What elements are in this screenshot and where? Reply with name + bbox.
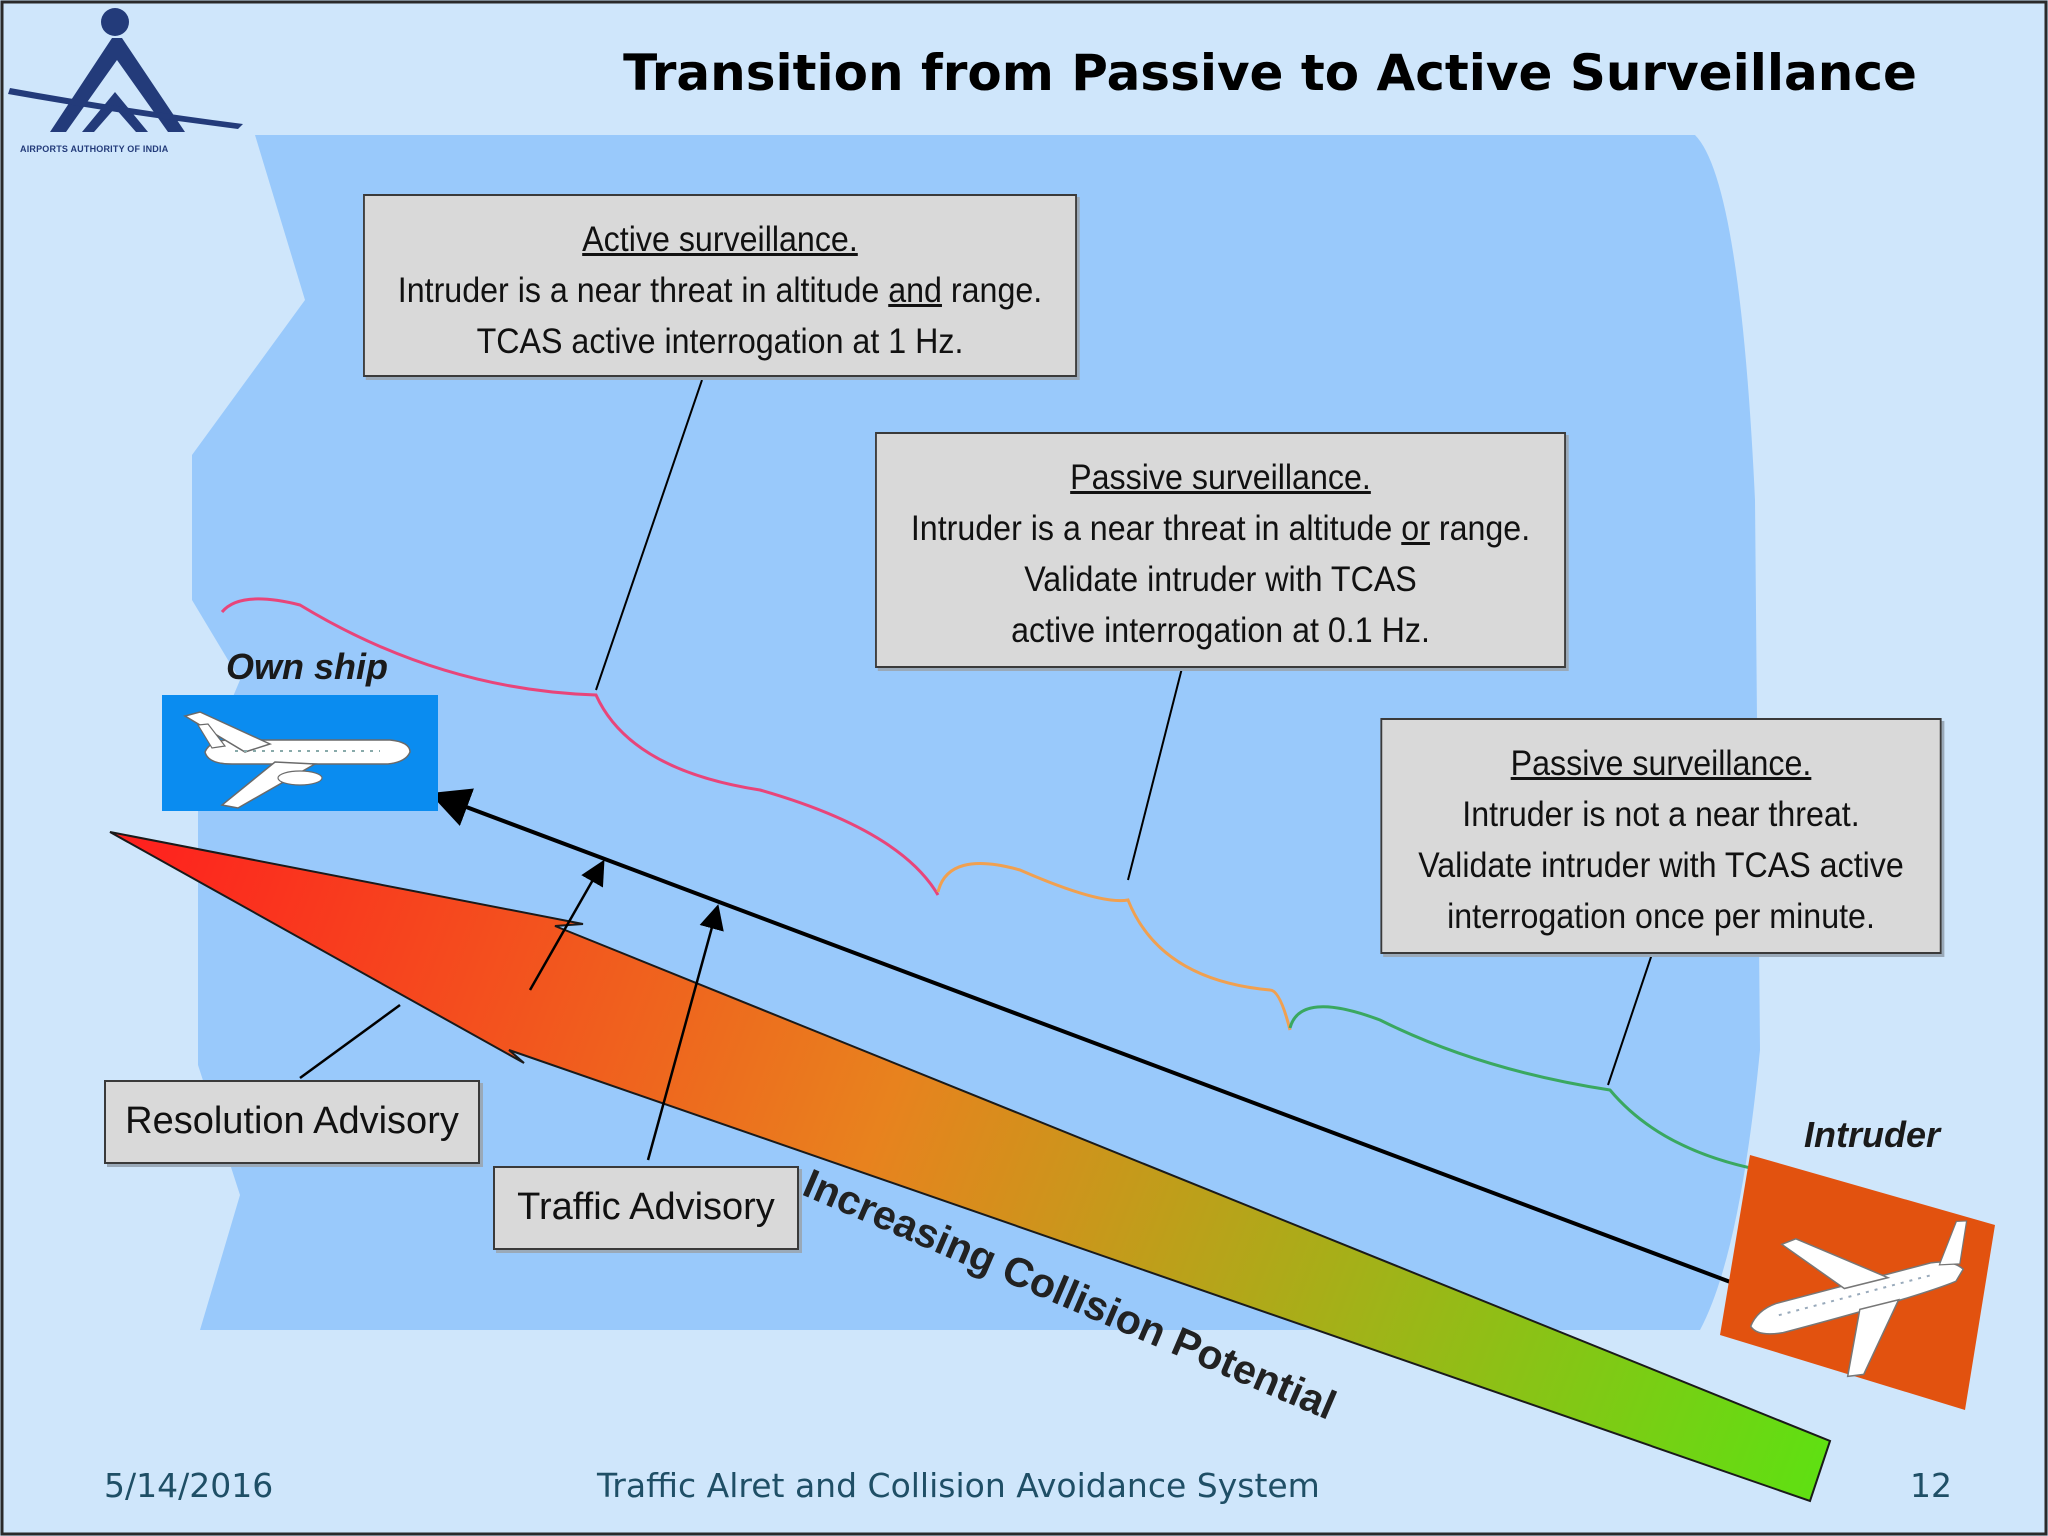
own-ship-plane-icon (183, 711, 411, 809)
passive-far-callout: Passive surveillance. Intruder is not a … (1380, 718, 1942, 954)
traffic-advisory-arrow (646, 904, 724, 1161)
active-brace (220, 597, 940, 896)
resolution-advisory-leader (299, 1003, 401, 1080)
callout-line-3: interrogation once per minute. (1447, 897, 1875, 936)
callout-heading: Passive surveillance. (1070, 458, 1371, 497)
callout-line-2: Validate intruder with TCAS (1024, 560, 1417, 599)
slide-title: Transition from Passive to Active Survei… (623, 44, 1917, 102)
traffic-advisory-label: Traffic Advisory (493, 1166, 799, 1250)
logo-caption: AIRPORTS AUTHORITY OF INDIA (20, 144, 169, 154)
resolution-advisory-label: Resolution Advisory (104, 1080, 480, 1164)
active-surveillance-callout: Active surveillance. Intruder is a near … (363, 194, 1077, 377)
own-ship-label: Own ship (226, 646, 388, 687)
footer-page-number: 12 (1910, 1466, 1952, 1505)
footer-date: 5/14/2016 (104, 1466, 274, 1505)
callout-line-2: Validate intruder with TCAS active (1418, 846, 1904, 885)
intruder-label: Intruder (1804, 1114, 1941, 1155)
callout-line-1: Intruder is a near threat in altitude an… (397, 271, 1043, 310)
callout-line-1: Intruder is a near threat in altitude or… (910, 509, 1531, 548)
intruder-plane-icon (1749, 1220, 1968, 1378)
emphasis-and: and (888, 271, 942, 310)
passive-near-callout-leader (1127, 667, 1183, 881)
callout-heading: Passive surveillance. (1510, 744, 1812, 783)
resolution-advisory-arrow (528, 859, 605, 991)
footer-title: Traffic Alret and Collision Avoidance Sy… (597, 1466, 1320, 1505)
callout-line-1: Intruder is not a near threat. (1462, 795, 1860, 834)
passive-far-callout-leader (1607, 953, 1653, 1086)
emphasis-or: or (1401, 509, 1430, 548)
callout-heading: Active surveillance. (582, 220, 858, 259)
approach-line (429, 788, 1734, 1285)
collision-potential-arrow (109, 831, 1832, 1503)
callout-line-3: active interrogation at 0.1 Hz. (1011, 611, 1430, 650)
active-callout-leader (595, 379, 703, 691)
aai-logo (8, 8, 243, 132)
callout-line-2: TCAS active interrogation at 1 Hz. (476, 322, 964, 361)
passive-near-brace (936, 862, 1292, 1031)
passive-near-callout: Passive surveillance. Intruder is a near… (875, 432, 1566, 668)
